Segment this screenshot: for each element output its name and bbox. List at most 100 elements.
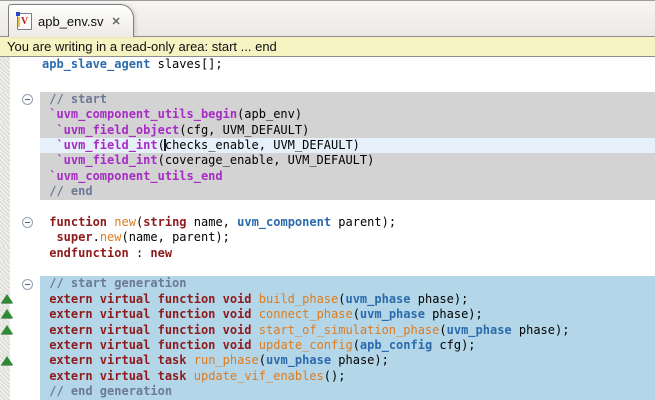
collapse-icon[interactable]: [21, 93, 33, 105]
annotation-ruler-cell: [0, 384, 14, 400]
editor[interactable]: apb_slave_agent slaves[]; // start `uvm_…: [0, 57, 655, 400]
fold-gutter-cell: [14, 322, 40, 339]
code-text[interactable]: extern virtual function void connect_pha…: [40, 307, 655, 323]
code-line[interactable]: `uvm_component_utils_end: [0, 168, 655, 185]
close-icon[interactable]: ✕: [111, 15, 121, 28]
annotation-ruler-cell: [0, 168, 14, 185]
annotation-ruler-cell: [0, 245, 14, 262]
override-marker-icon: [1, 355, 13, 365]
annotation-ruler-cell: [0, 153, 14, 169]
override-marker-icon: [1, 324, 13, 334]
code-line[interactable]: // start generation: [0, 276, 655, 292]
annotation-ruler-cell: [0, 199, 14, 215]
annotation-ruler-cell: [0, 57, 14, 73]
fold-gutter-cell: [14, 261, 40, 277]
code-text[interactable]: extern virtual task run_phase(uvm_phase …: [40, 353, 655, 369]
code-line[interactable]: [0, 72, 655, 88]
tab-bar: V apb_env.sv ✕: [0, 0, 655, 37]
code-text[interactable]: // end generation: [40, 384, 655, 400]
fold-gutter-cell: [14, 137, 40, 154]
fold-gutter-cell: [14, 153, 40, 169]
tab-apb-env[interactable]: V apb_env.sv ✕: [8, 4, 134, 37]
code-line[interactable]: [0, 199, 655, 215]
annotation-ruler-cell: [0, 368, 14, 385]
code-text[interactable]: `uvm_field_int(coverage_enable, UVM_DEFA…: [40, 153, 655, 169]
code-text[interactable]: `uvm_field_object(cfg, UVM_DEFAULT): [40, 122, 655, 138]
code-line[interactable]: extern virtual function void build_phase…: [0, 291, 655, 308]
annotation-ruler-cell: [0, 230, 14, 246]
fold-gutter-cell: [14, 230, 40, 246]
fold-gutter-cell: [14, 276, 40, 292]
annotation-ruler-cell: [0, 72, 14, 88]
code-text[interactable]: extern virtual task update_vif_enables()…: [40, 368, 655, 385]
code-line[interactable]: `uvm_component_utils_begin(apb_env): [0, 107, 655, 123]
fold-gutter-cell: [14, 307, 40, 323]
fold-gutter-cell: [14, 57, 40, 73]
code-line[interactable]: extern virtual task run_phase(uvm_phase …: [0, 353, 655, 369]
code-text[interactable]: // start: [40, 91, 655, 108]
annotation-ruler-cell: [0, 353, 14, 369]
code-line[interactable]: [0, 261, 655, 277]
override-marker-icon: [1, 309, 13, 319]
fold-gutter-cell: [14, 338, 40, 354]
readonly-warning-bar: You are writing in a read-only area: sta…: [0, 37, 655, 57]
code-text[interactable]: // end: [40, 184, 655, 200]
code-line[interactable]: super.new(name, parent);: [0, 230, 655, 246]
collapse-icon[interactable]: [21, 217, 33, 229]
annotation-ruler-cell: [0, 338, 14, 354]
code-line[interactable]: extern virtual function void connect_pha…: [0, 307, 655, 323]
annotation-ruler-cell: [0, 184, 14, 200]
code-text[interactable]: extern virtual function void build_phase…: [40, 291, 655, 308]
annotation-ruler-cell: [0, 322, 14, 339]
code-text[interactable]: extern virtual function void start_of_si…: [40, 322, 655, 339]
fold-gutter-cell: [14, 384, 40, 400]
text-caret: [163, 138, 166, 151]
annotation-ruler-cell: [0, 276, 14, 292]
code-text[interactable]: super.new(name, parent);: [40, 230, 655, 246]
fold-gutter-cell: [14, 353, 40, 369]
warning-text: You are writing in a read-only area: sta…: [7, 39, 277, 54]
code-text[interactable]: [40, 199, 655, 215]
code-line[interactable]: function new(string name, uvm_component …: [0, 214, 655, 231]
code-line[interactable]: // start: [0, 91, 655, 108]
code-line[interactable]: // end: [0, 184, 655, 200]
code-text[interactable]: `uvm_component_utils_end: [40, 168, 655, 185]
code-line[interactable]: `uvm_field_int(coverage_enable, UVM_DEFA…: [0, 153, 655, 169]
code-line[interactable]: endfunction : new: [0, 245, 655, 262]
annotation-ruler-cell: [0, 307, 14, 323]
annotation-ruler-cell: [0, 261, 14, 277]
annotation-ruler-cell: [0, 137, 14, 154]
fold-gutter-cell: [14, 368, 40, 385]
code-text[interactable]: extern virtual function void update_conf…: [40, 338, 655, 354]
fold-gutter-cell: [14, 214, 40, 231]
code-line[interactable]: // end generation: [0, 384, 655, 400]
code-text[interactable]: `uvm_field_int(checks_enable, UVM_DEFAUL…: [40, 137, 655, 154]
code-text[interactable]: function new(string name, uvm_component …: [40, 214, 655, 231]
annotation-ruler-cell: [0, 291, 14, 308]
annotation-ruler-cell: [0, 107, 14, 123]
code-text[interactable]: `uvm_component_utils_begin(apb_env): [40, 107, 655, 123]
override-marker-icon: [1, 294, 13, 304]
fold-gutter-cell: [14, 91, 40, 108]
code-line[interactable]: extern virtual function void start_of_si…: [0, 322, 655, 339]
fold-gutter-cell: [14, 107, 40, 123]
fold-gutter-cell: [14, 291, 40, 308]
code-line[interactable]: `uvm_field_int(checks_enable, UVM_DEFAUL…: [0, 137, 655, 154]
code-line[interactable]: apb_slave_agent slaves[];: [0, 57, 655, 73]
code-text[interactable]: // start generation: [40, 276, 655, 292]
tab-title: apb_env.sv: [38, 13, 104, 29]
annotation-ruler-cell: [0, 91, 14, 108]
fold-gutter-cell: [14, 72, 40, 88]
code-line[interactable]: `uvm_field_object(cfg, UVM_DEFAULT): [0, 122, 655, 138]
sv-file-icon: V: [16, 11, 32, 30]
code-text[interactable]: [40, 72, 655, 88]
collapse-icon[interactable]: [21, 278, 33, 290]
fold-gutter-cell: [14, 168, 40, 185]
code-line[interactable]: extern virtual task update_vif_enables()…: [0, 368, 655, 385]
code-line[interactable]: extern virtual function void update_conf…: [0, 338, 655, 354]
code-text[interactable]: apb_slave_agent slaves[];: [40, 57, 655, 73]
code-text[interactable]: endfunction : new: [40, 245, 655, 262]
code-text[interactable]: [40, 261, 655, 277]
fold-gutter-cell: [14, 199, 40, 215]
